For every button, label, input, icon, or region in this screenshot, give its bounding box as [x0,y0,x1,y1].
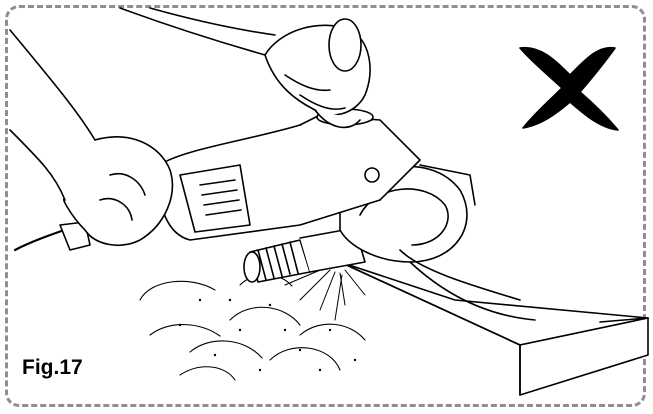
spark-lines-icon [284,267,366,321]
angle-grinder-icon [158,108,421,241]
power-cord-icon [13,221,91,252]
spark-dots-icon [178,298,357,372]
top-hand-icon [119,7,371,129]
dashed-frame [5,5,646,407]
rear-hand-icon [9,29,174,246]
wrong-x-mark-icon [519,46,619,131]
figure-label: Fig.17 [22,356,83,379]
dust-cloud-icon [139,274,366,381]
work-piece-board-icon [339,261,649,396]
